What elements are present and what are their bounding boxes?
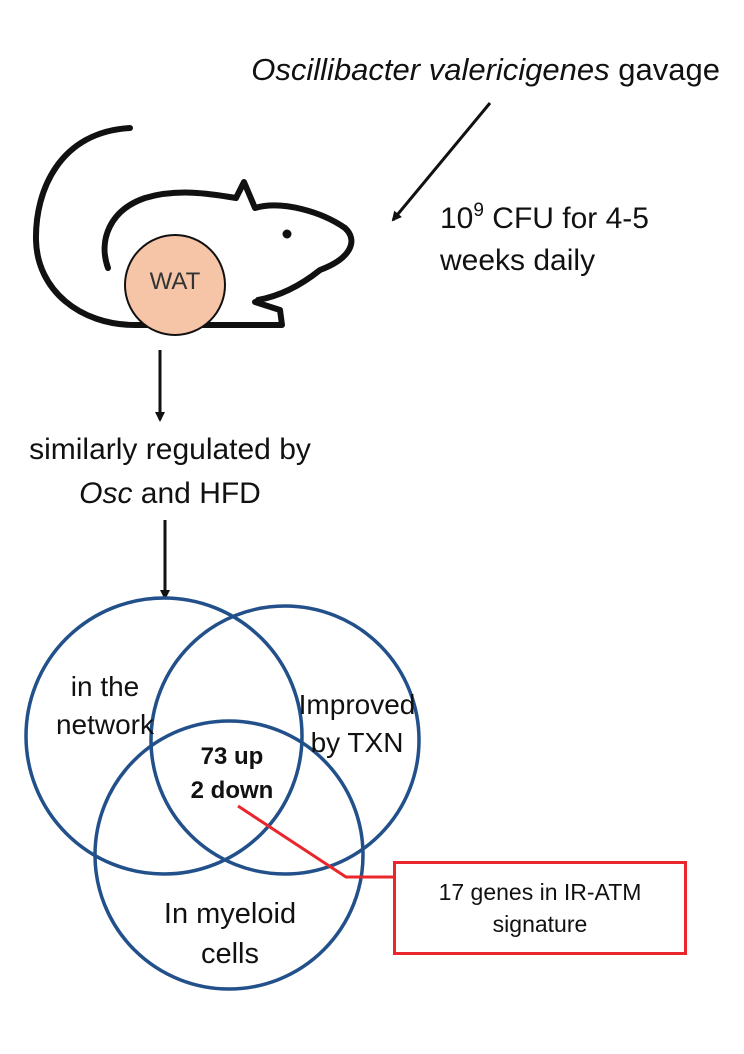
mouse-eye bbox=[282, 229, 292, 239]
callout-connector bbox=[237, 804, 395, 879]
venn-label-txn: Improved by TXN bbox=[282, 686, 432, 762]
venn-intersection-label: 73 up 2 down bbox=[170, 740, 294, 808]
venn-circle-myeloid bbox=[93, 719, 365, 991]
venn-label-network: in the network bbox=[30, 668, 180, 744]
venn-label-network-line1: in the bbox=[70, 671, 140, 702]
intersection-down: 2 down bbox=[190, 777, 274, 804]
venn-circle-txn bbox=[149, 604, 421, 876]
dose-base: 10 bbox=[440, 202, 474, 235]
venn-label-myeloid-line2: cells bbox=[200, 938, 259, 970]
regulation-label: similarly regulated by Osc and HFD bbox=[0, 428, 340, 516]
callout-line1: 17 genes in IR-ATM bbox=[438, 879, 642, 905]
callout-line2: signature bbox=[492, 911, 588, 937]
venn-label-txn-line1: Improved bbox=[298, 689, 416, 720]
mouse-icon bbox=[32, 125, 355, 328]
gavage-title: Oscillibacter valericigenes gavage bbox=[251, 52, 720, 88]
venn-circle-network bbox=[24, 596, 304, 876]
osc-abbrev: Osc bbox=[79, 477, 133, 510]
dose-label: 109 CFU for 4-5 weeks daily bbox=[440, 190, 649, 282]
wat-circle bbox=[124, 234, 226, 336]
intersection-up: 73 up bbox=[200, 743, 264, 770]
wat-label: WAT bbox=[149, 268, 201, 295]
venn-label-network-line2: network bbox=[55, 709, 155, 740]
regulation-line1: similarly regulated by bbox=[29, 433, 311, 466]
gavage-arrow bbox=[391, 102, 492, 222]
venn-label-myeloid-line1: In myeloid bbox=[163, 898, 297, 930]
regulation-line2: and HFD bbox=[132, 477, 261, 510]
venn-label-myeloid: In myeloid cells bbox=[130, 894, 330, 974]
dose-duration: weeks daily bbox=[440, 244, 596, 277]
venn-label-txn-line2: by TXN bbox=[310, 727, 404, 758]
dose-unit: CFU for 4-5 bbox=[483, 202, 649, 235]
ir-atm-callout-box: 17 genes in IR-ATM signature bbox=[393, 861, 687, 955]
organism-name: Oscillibacter valericigenes bbox=[251, 52, 610, 87]
dose-exponent: 9 bbox=[473, 200, 484, 221]
procedure-label: gavage bbox=[618, 52, 720, 87]
